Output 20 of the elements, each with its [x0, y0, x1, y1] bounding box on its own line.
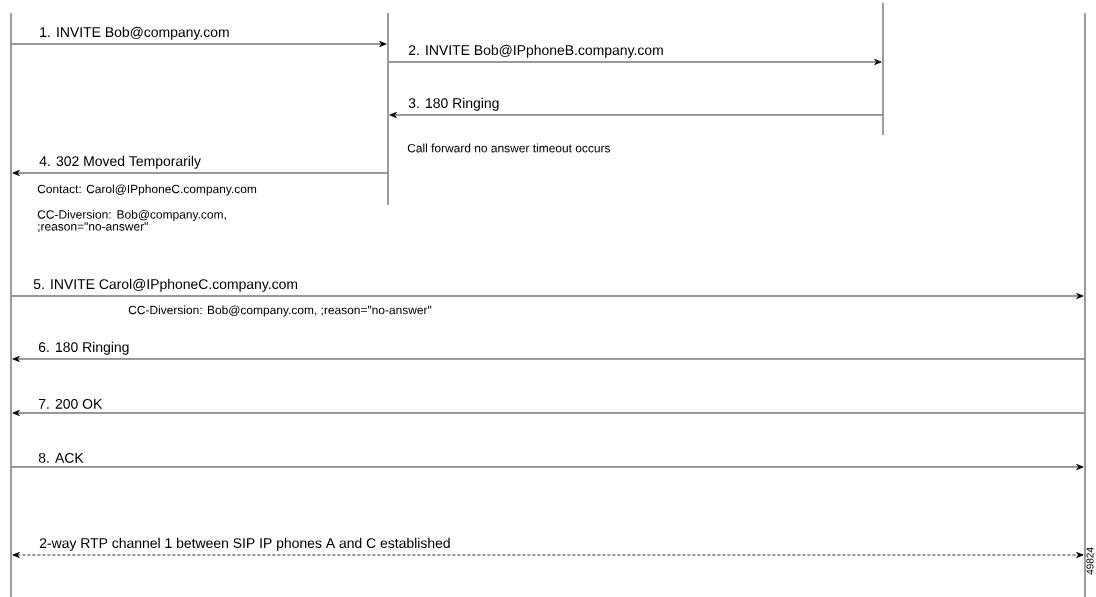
edge-label: 2. INVITE Bob@IPphoneB.company.com	[408, 44, 663, 58]
edge-label: 4. 302 Moved Temporarily	[39, 155, 201, 169]
edge-label: 7. 200 OK	[38, 398, 103, 409]
message-arrow	[388, 59, 882, 65]
edge-label: 8. ACK	[38, 452, 84, 463]
message-arrow	[12, 410, 1085, 416]
note-text: CC-Diversion: Bob@company.com, ;reason="no-answer"	[37, 209, 226, 233]
message-arrow	[11, 293, 1084, 299]
edge-label: 1. INVITE Bob@company.com	[40, 26, 229, 40]
edge-label: 5. INVITE Carol@IPphoneC.company.com	[33, 278, 298, 292]
edge-label: 2-way RTP channel 1 between SIP IP phones A and C established	[39, 537, 450, 551]
message-arrow	[11, 41, 387, 47]
note-text: CC-Diversion: Bob@company.com, ;reason="no-answer"	[128, 305, 432, 317]
edge-label: 6. 180 Ringing	[38, 341, 129, 355]
dashed-arrow	[12, 552, 1084, 558]
message-arrow	[389, 112, 883, 118]
message-arrow	[12, 356, 1085, 362]
edge-label: 3. 180 Ringing	[408, 97, 499, 111]
message-arrow	[11, 464, 1084, 470]
message-arrow	[12, 170, 388, 176]
